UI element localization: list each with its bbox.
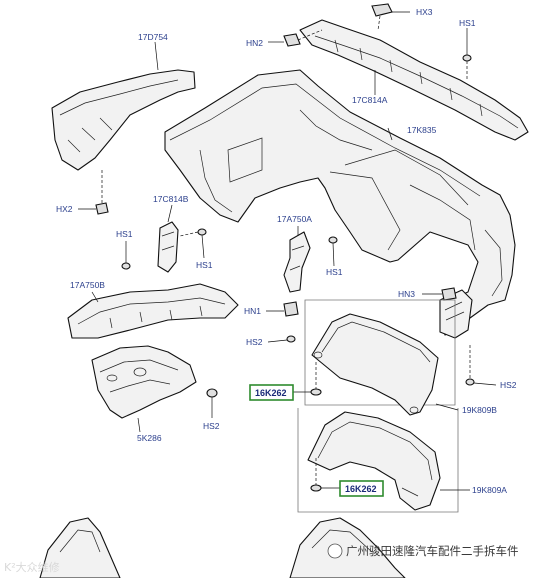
label-hs2-right: HS2 [500, 380, 517, 390]
label-hs1-center: HS1 [326, 267, 343, 277]
label-17a750b: 17A750B [70, 280, 105, 290]
label-hn3: HN3 [398, 289, 415, 299]
label-16k262-b: 16K262 [345, 484, 377, 494]
wechat-icon [327, 543, 343, 559]
fastener-16k262-b [310, 458, 340, 492]
label-17c814b: 17C814B [153, 194, 189, 204]
label-hs1-left: HS1 [116, 229, 133, 239]
hs2-right-screw [465, 345, 497, 386]
hx2-clip [78, 202, 109, 215]
hs1-top-screw [462, 28, 472, 80]
label-5k286: 5K286 [137, 433, 162, 443]
hx3-clip [371, 3, 410, 31]
bumper-cover-17k835 [164, 69, 516, 339]
watermark-right: 广州骏田速隆汽车配件二手拆车件 [346, 544, 519, 558]
label-hs1-top: HS1 [459, 18, 476, 28]
panel-19k809a [307, 411, 470, 511]
label-17a750a: 17A750A [277, 214, 312, 224]
label-16k262-a: 16K262 [255, 388, 287, 398]
panel-19k809b [311, 313, 459, 416]
label-hs2-bottom: HS2 [203, 421, 220, 431]
highlight-16k262-a: 16K262 [249, 384, 294, 401]
highlight-16k262-b: 16K262 [339, 480, 384, 497]
hs2-bottom-screw [206, 388, 218, 418]
hn1-nut [266, 301, 299, 317]
bracket-17a750a [283, 226, 311, 293]
watermark-left: K²大众维修 [4, 560, 60, 574]
label-hs2-left: HS2 [246, 337, 263, 347]
hs2-left-screw [267, 335, 296, 343]
hn3-nut [422, 287, 457, 301]
fastener-16k262-a [293, 362, 322, 396]
panel-group-outline [297, 299, 459, 513]
bracket-17c814b [157, 204, 179, 273]
label-17c814a: 17C814A [352, 95, 388, 105]
label-17d754: 17D754 [138, 32, 168, 42]
bracket-17d754 [51, 41, 196, 205]
bracket-17c814a [299, 19, 529, 141]
label-hn2: HN2 [246, 38, 263, 48]
hs1-mid-screw [179, 228, 207, 259]
label-hx3: HX3 [416, 7, 433, 17]
label-17k835: 17K835 [407, 125, 437, 135]
label-hs1-mid: HS1 [196, 260, 213, 270]
label-hx2: HX2 [56, 204, 73, 214]
hs1-left-screw [121, 241, 131, 270]
bracket-17a750b [67, 283, 239, 339]
hn2-nut [268, 29, 323, 47]
label-19k809a: 19K809A [472, 485, 507, 495]
bottom-bracket-right [289, 517, 406, 578]
bracket-5k286 [91, 345, 197, 433]
label-hn1: HN1 [244, 306, 261, 316]
bottom-bracket-left [39, 517, 121, 578]
hs1-center-screw [328, 236, 338, 267]
label-19k809b: 19K809B [462, 405, 497, 415]
watermark-right-group: 广州骏田速隆汽车配件二手拆车件 [327, 543, 519, 559]
